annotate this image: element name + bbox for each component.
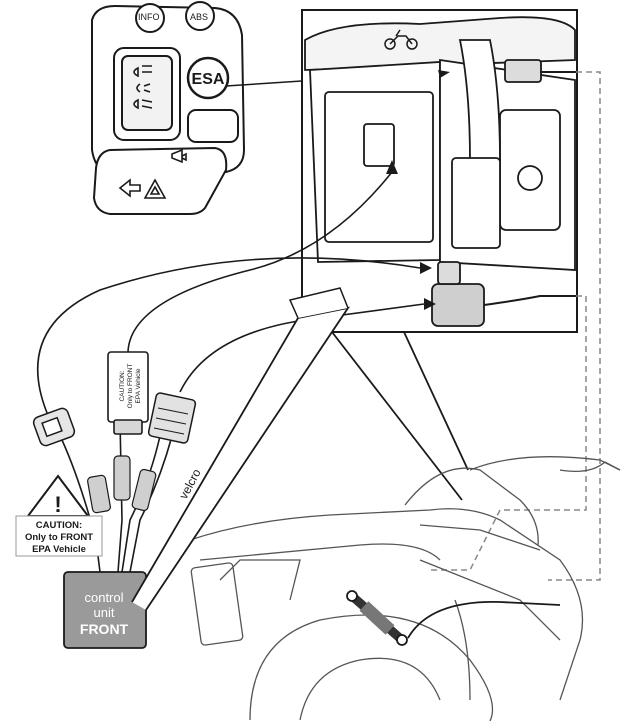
motorcycle-outline	[189, 456, 621, 721]
module-caution-line1: CAUTION:	[119, 370, 126, 401]
hazard-icon	[143, 178, 167, 199]
shock-wire	[407, 601, 561, 639]
shock-absorber	[346, 590, 408, 646]
esa-label: ESA	[192, 71, 225, 88]
control-unit-line3: FRONT	[80, 621, 129, 637]
caution-line1: CAUTION:	[36, 520, 82, 531]
caution-line3: EPA Vehicle	[32, 544, 86, 555]
multipin-connector	[147, 392, 197, 444]
epa-module	[107, 351, 149, 435]
motorcycle-icon	[384, 29, 418, 50]
abs-label: ABS	[190, 12, 208, 22]
horn-icon	[171, 148, 187, 164]
dashed-leaders	[430, 71, 601, 581]
fuse-box-detail	[304, 16, 576, 327]
control-unit: control unit FRONT	[63, 571, 147, 649]
esa-button	[186, 56, 230, 100]
caution-line2: Only to FRONT	[25, 532, 93, 543]
module-caution-line2: Only to FRONT	[127, 364, 134, 409]
round-connector	[32, 407, 76, 447]
handlebar-switch	[91, 1, 246, 215]
module-caution-line3: EPA Vehicle	[135, 368, 142, 403]
turn-signal-left-icon	[118, 178, 141, 198]
warning-exclamation-icon: !	[54, 492, 61, 517]
caution-warning: ! CAUTION: Only to FRONT EPA Vehicle	[15, 474, 103, 557]
control-unit-line2: unit	[94, 605, 115, 620]
detail-wire	[483, 295, 576, 306]
inset-pointer	[331, 331, 469, 501]
arrowheads	[386, 70, 450, 310]
control-unit-line1: control	[84, 590, 123, 605]
module-caution-text: CAUTION: Only to FRONT EPA Vehicle	[119, 364, 142, 409]
velcro-strap: velcro	[131, 287, 350, 611]
info-label: INFO	[138, 12, 160, 22]
harness-tape	[87, 455, 157, 514]
